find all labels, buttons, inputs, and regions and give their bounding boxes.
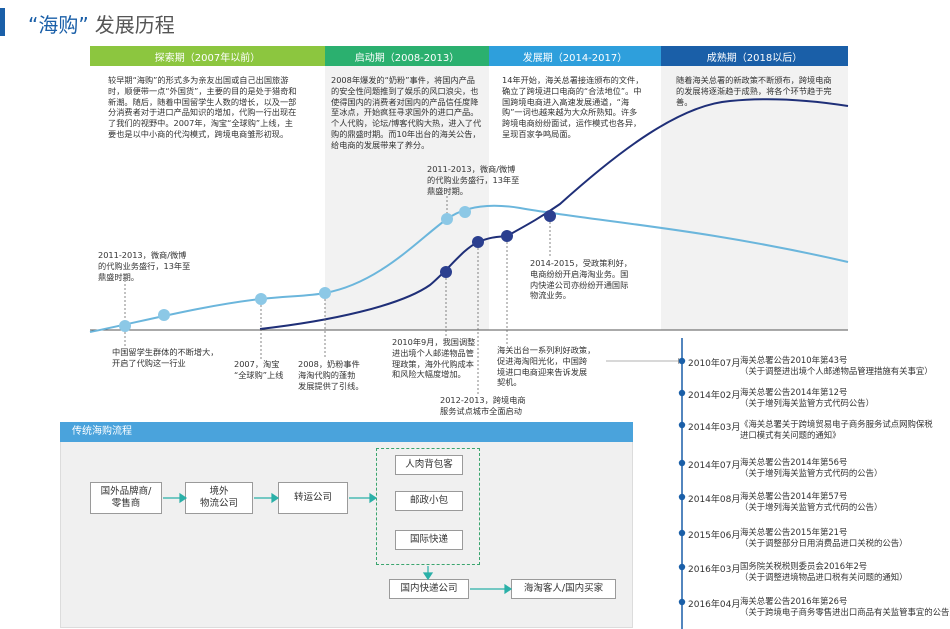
dark-point [440,266,452,278]
note-2007: 2007，淘宝 “全球购”上线 [234,359,284,380]
note-2014: 2014-2015，受政策利好， 电商纷纷开启海淘业务。国 内快递公司亦纷纷开通… [530,258,632,301]
timeline-detail: （关于增列海关监管方式代码的公告） [740,468,883,478]
phase-header-exploration: 探索期（2007年以前） [90,46,325,66]
flow-box-logistics: 境外 物流公司 [185,482,253,514]
timeline-dots [678,357,686,606]
flow-box-express: 国际快递 [395,530,463,550]
flow-box-label: 转运公司 [293,492,332,503]
title-accent-bar [0,8,5,36]
flow-box-label: 国外品牌商/ 零售商 [100,486,152,509]
timeline-title: 海关总署公告2010年第43号 [740,355,848,365]
flow-box-postal: 邮政小包 [395,491,463,511]
timeline-date: 2016年03月 [688,565,741,575]
channel-group [376,448,480,565]
light-point [255,293,267,305]
flow-box-label: 海淘客人/国内买家 [523,583,604,594]
flow-box-label: 人肉背包客 [405,459,453,470]
timeline-item: 海关总署公告2014年第12号（关于增列海关监管方式代码公告） [740,387,874,409]
light-curve [89,204,849,333]
page-title-sub: 发展历程 [94,13,175,37]
dark-point [472,236,484,248]
timeline-item: 海关总署公告2010年第43号（关于调整进出境个人邮递物品管理措施有关事宜） [740,355,933,377]
timeline-date: 2014年02月 [688,391,741,401]
page-title: “海购”发展历程 [28,9,175,38]
timeline-title: 海关总署公告2015年第21号 [740,527,848,537]
timeline-item: 《海关总署关于跨境贸易电子商务服务试点网购保税进口模式有关问题的通知》 [740,419,933,441]
flow-box-backpacker: 人肉背包客 [395,455,463,475]
flow-box-brand: 国外品牌商/ 零售商 [90,482,162,514]
timeline-item: 海关总署公告2014年第56号（关于增列海关监管方式代码的公告） [740,457,882,479]
timeline-title: 海关总署公告2014年第57号 [740,491,848,501]
flow-box-transfer: 转运公司 [278,482,348,514]
flow-box-label: 邮政小包 [409,495,448,506]
note-2011-mid: 2011-2013，微商/微博 的代购业务盛行，13年至 鼎盛时期。 [427,164,520,196]
timeline-detail: （关于调整进出境个人邮递物品管理措施有关事宜） [740,366,933,376]
flow-box-label: 境外 物流公司 [199,486,238,509]
leader-lines [124,196,551,394]
flow-box-label: 国际快递 [409,534,448,545]
phase-label: 探索期（2007年以前） [154,52,261,64]
timeline-title: 国务院关税税则委员会2016年2号 [740,561,868,571]
flow-box-label: 国内快递公司 [400,583,458,594]
dark-point [501,230,513,242]
timeline-item: 国务院关税税则委员会2016年2号（关于调整进境物品进口税有关问题的通知） [740,561,908,583]
flow-box-domestic: 国内快递公司 [389,579,469,599]
note-2012: 2012-2013，跨境电商 服务试点城市全面启动 [440,395,526,416]
light-point [441,213,453,225]
timeline-detail: （关于跨境电子商务零售进出口商品有关监管事宜的公告） [740,607,950,617]
note-students: 中国留学生群体的不断增大， 开启了代购这一行业 [112,347,219,368]
light-point [459,206,471,218]
timeline-detail: （关于调整进境物品进口税有关问题的通知） [740,572,908,582]
phase-header-mature: 成熟期（2018以后） [661,46,848,66]
phase-desc-development: 14年开始，海关总署接连颁布的文件，确立了跨境进口电商的“合法地位”。中国跨境电… [502,75,644,139]
phase-header-development: 发展期（2014-2017） [489,46,661,66]
note-2010: 2010年9月，我国调整 进出境个人邮递物品管 理政策，海外代购成本 和风险大幅… [392,337,476,380]
note-2008: 2008，奶粉事件 海淘代购的蓬勃 发展提供了引线。 [298,359,364,391]
timeline-detail: （关于增列海关监管方式代码的公告） [740,502,883,512]
page-title-main: “海购” [28,13,89,37]
timeline-date: 2016年04月 [688,600,741,610]
timeline-date: 2014年08月 [688,495,741,505]
phase-label: 发展期（2014-2017） [522,52,628,64]
phase-label: 启动期（2008-2013） [354,52,460,64]
phase-desc-launch: 2008年爆发的“奶粉”事件，将国内产品的安全性问题推到了娱乐的风口浪尖，也使得… [331,75,482,150]
phase-desc-mature: 随着海关总署的新政策不断颁布，跨境电商的发展将逐渐趋于成熟，将各个环节趋于完善。 [676,75,832,107]
phase-desc-exploration: 较早期“海购”的形式多为亲友出国或自己出国旅游时，顺便带一点“外国货”，主要的目… [108,75,297,139]
timeline-detail: （关于调整部分日用消费品进口关税的公告） [740,538,908,548]
light-point [119,320,131,332]
timeline-title: 《海关总署关于跨境贸易电子商务服务试点网购保税 [740,419,933,429]
timeline-title: 海关总署公告2016年第26号 [740,596,848,606]
timeline-date: 2010年07月 [688,359,741,369]
flow-panel-title: 传统海购流程 [60,422,633,442]
note-2011-left: 2011-2013，微商/微博 的代购业务盛行，13年至 鼎盛时期。 [98,250,191,282]
timeline-item: 海关总署公告2014年第57号（关于增列海关监管方式代码的公告） [740,491,882,513]
timeline-date: 2015年06月 [688,531,741,541]
phase-bg-development [489,66,661,330]
timeline-item: 海关总署公告2015年第21号（关于调整部分日用消费品进口关税的公告） [740,527,908,549]
light-point [319,287,331,299]
dark-point [544,210,556,222]
timeline-title: 海关总署公告2014年第56号 [740,457,848,467]
phase-bg-exploration [90,66,325,330]
light-point [158,309,170,321]
timeline-detail: （关于增列海关监管方式代码公告） [740,398,874,408]
timeline-detail: 进口模式有关问题的通知》 [740,430,841,440]
timeline-item: 海关总署公告2016年第26号（关于跨境电子商务零售进出口商品有关监管事宜的公告… [740,596,950,618]
phase-label: 成熟期（2018以后） [706,52,803,64]
note-customs: 海关出台一系列利好政策， 促进海淘阳光化，中国跨 境进口电商迎来告诉发展 契机。 [497,345,596,388]
timeline-date: 2014年07月 [688,461,741,471]
timeline-title: 海关总署公告2014年第12号 [740,387,848,397]
flow-box-buyer: 海淘客人/国内买家 [511,579,616,599]
phase-header-launch: 启动期（2008-2013） [325,46,489,66]
timeline-date: 2014年03月 [688,423,741,433]
phase-bg-launch [325,66,489,330]
